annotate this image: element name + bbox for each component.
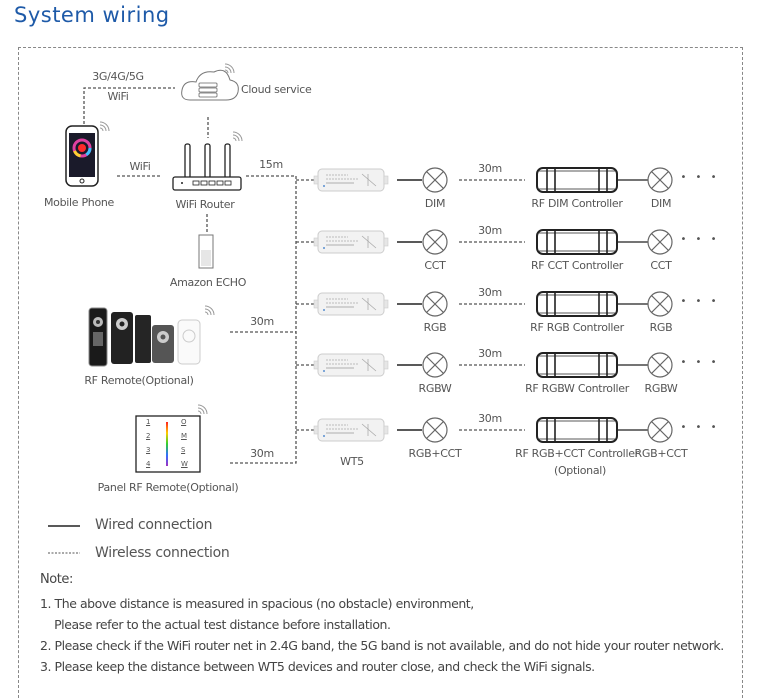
rf-remote-label: RF Remote(Optional) (84, 374, 194, 387)
controller-label: RF RGB+CCT Controller (515, 447, 639, 460)
lamp-icon (647, 291, 673, 317)
rf-remote-icon (88, 305, 215, 367)
more-indicator: • • • (680, 422, 720, 433)
note-item: 1. The above distance is measured in spa… (40, 596, 474, 611)
controller-label: RF RGB Controller (530, 321, 624, 334)
mobile-link-label: 3G/4G/5G (92, 70, 144, 83)
rf-controller-icon (536, 167, 618, 193)
lamp-icon (647, 167, 673, 193)
rf-controller-icon (536, 352, 618, 378)
panel-key: 3 (146, 446, 151, 454)
lamp-icon (647, 229, 673, 255)
diagram-frame (18, 47, 743, 698)
lamp-icon (422, 229, 448, 255)
controller-label: RF CCT Controller (530, 259, 624, 272)
wt5-label: WT5 (340, 455, 364, 468)
panel-rf-remote-icon (135, 404, 208, 473)
distance-label: 30m (478, 347, 502, 360)
more-indicator: • • • (680, 357, 720, 368)
panel-remote-distance-label: 30m (250, 447, 274, 460)
wt5-controller-icon (313, 292, 389, 316)
wt5-controller-icon (313, 353, 389, 377)
lamp-label: RGB+CCT (408, 447, 462, 460)
channel-row (296, 229, 673, 255)
wt5-controller-icon (313, 418, 389, 442)
wifi-router-icon (172, 131, 243, 191)
channel-row (296, 291, 673, 317)
cloud-service-icon (181, 63, 239, 101)
rf-controller-icon (536, 229, 618, 255)
more-indicator: • • • (680, 172, 720, 183)
panel-key: S (181, 446, 186, 454)
distance-label: 30m (478, 286, 502, 299)
note-item: 3. Please keep the distance between WT5 … (40, 659, 595, 674)
mobile-phone-icon (65, 121, 110, 187)
wired-legend-label: Wired connection (95, 517, 213, 533)
rf-remote-distance-label: 30m (250, 315, 274, 328)
note-item: 2. Please check if the WiFi router net i… (40, 638, 724, 653)
lamp-icon (422, 417, 448, 443)
lamp-icon (422, 291, 448, 317)
mobile-phone-label: Mobile Phone (43, 196, 115, 209)
lamp-label: RGB+CCT (634, 447, 688, 460)
channel-row (296, 352, 673, 378)
lamp-icon (647, 352, 673, 378)
controller-label: RF RGBW Controller (525, 382, 629, 395)
panel-remote-label: Panel RF Remote(Optional) (97, 481, 239, 494)
rf-controller-icon (536, 417, 618, 443)
amazon-echo-icon (198, 234, 214, 269)
wireless-legend-label: Wireless connection (95, 545, 230, 561)
controller-note-label: (Optional) (553, 464, 607, 477)
mobile-link-sublabel: WiFi (107, 90, 129, 103)
mobile-cloud-link (83, 87, 175, 124)
lamp-label: RGBW (418, 382, 452, 395)
note-heading: Note: (40, 572, 73, 587)
panel-key: W (181, 460, 188, 468)
lamp-icon (422, 352, 448, 378)
router-distance-label: 15m (259, 158, 283, 171)
page-title: System wiring (14, 3, 170, 27)
panel-key: O (181, 418, 187, 426)
distance-label: 30m (478, 224, 502, 237)
panel-key: 1 (146, 418, 151, 426)
controller-label: RF DIM Controller (531, 197, 623, 210)
panel-key: M (181, 432, 187, 440)
wt5-controller-icon (313, 168, 389, 192)
lamp-label: RGB (649, 321, 673, 334)
lamp-label: DIM (650, 197, 672, 210)
wt5-controller-icon (313, 230, 389, 254)
panel-key: 2 (146, 432, 151, 440)
amazon-echo-label: Amazon ECHO (169, 276, 247, 289)
more-indicator: • • • (680, 234, 720, 245)
lamp-label: CCT (424, 259, 446, 272)
lamp-label: CCT (650, 259, 672, 272)
lamp-icon (647, 417, 673, 443)
wifi-bus-line (230, 175, 297, 464)
channel-row (296, 167, 673, 193)
note-item: Please refer to the actual test distance… (40, 617, 391, 632)
lamp-label: RGBW (644, 382, 678, 395)
lamp-label: RGB (423, 321, 447, 334)
rf-controller-icon (536, 291, 618, 317)
channel-row (296, 417, 673, 443)
lamp-icon (422, 167, 448, 193)
phone-router-link-label: WiFi (129, 160, 151, 173)
cloud-service-label: Cloud service (241, 83, 312, 96)
distance-label: 30m (478, 162, 502, 175)
wifi-router-label: WiFi Router (175, 198, 235, 211)
panel-key: 4 (146, 460, 151, 468)
lamp-label: DIM (424, 197, 446, 210)
more-indicator: • • • (680, 296, 720, 307)
distance-label: 30m (478, 412, 502, 425)
